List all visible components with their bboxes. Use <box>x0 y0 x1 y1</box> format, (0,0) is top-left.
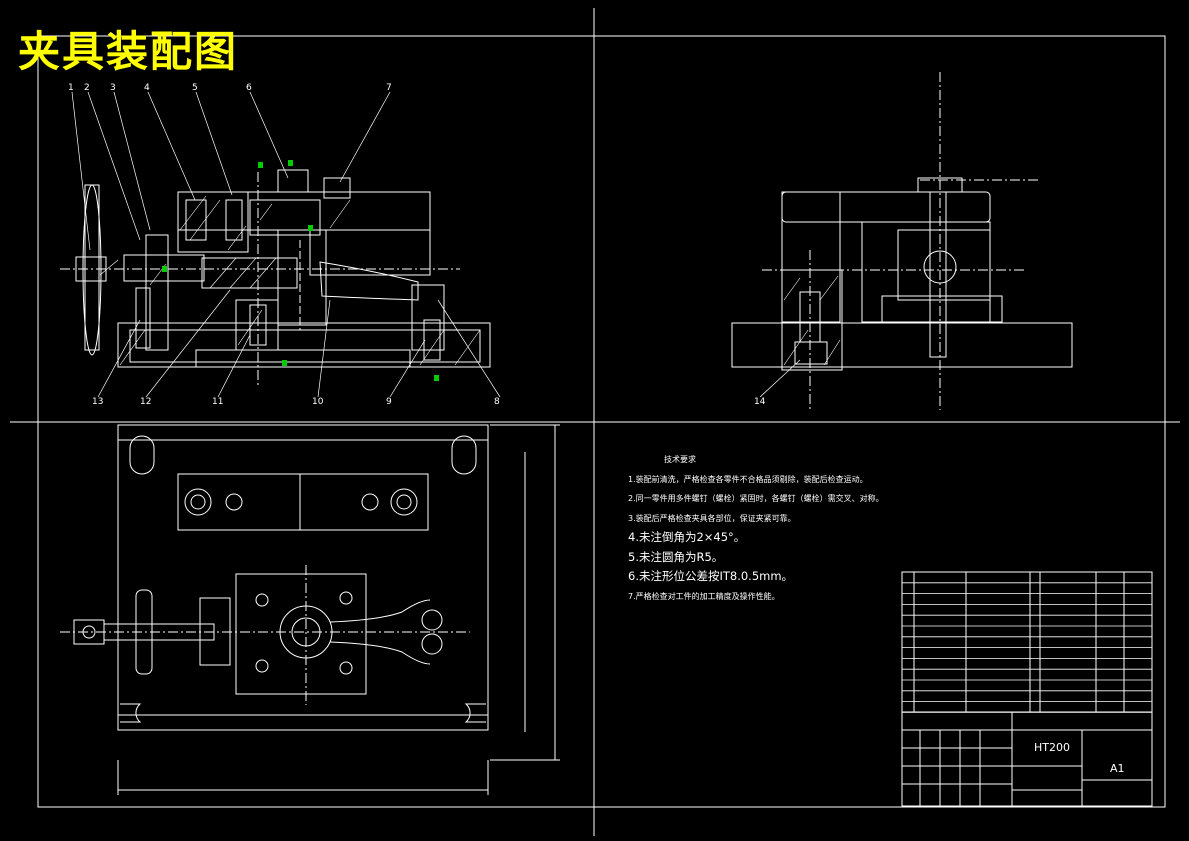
top-view <box>60 424 560 795</box>
requirements-heading: 技术要求 <box>664 455 696 464</box>
balloon-2: 2 <box>84 83 90 93</box>
side-view <box>731 72 1073 410</box>
balloon-12: 12 <box>140 397 151 407</box>
balloon-9: 9 <box>386 397 392 407</box>
drawing-title: 夹具装配图 <box>18 27 239 76</box>
balloon-11: 11 <box>212 397 223 407</box>
requirement-line-4: 4.未注倒角为2×45°。 <box>628 530 746 544</box>
balloon-13: 13 <box>92 397 103 407</box>
balloon-3: 3 <box>110 83 116 93</box>
parts-list-rows <box>902 582 1152 713</box>
title-block <box>901 571 1153 807</box>
requirement-line-2: 2.同一零件用多件螺钉（螺栓）紧固时，各螺钉（螺栓）需交叉、对称。 <box>628 494 884 503</box>
requirement-line-7: 7.严格检查对工件的加工精度及操作性能。 <box>628 591 780 601</box>
balloon-4: 4 <box>144 83 150 93</box>
technical-requirements: 技术要求 1.装配前清洗，严格检查各零件不合格品须剔除，装配后检查运动。 2.同… <box>628 450 884 606</box>
balloon-6: 6 <box>246 83 252 93</box>
balloon-14: 14 <box>754 397 766 407</box>
balloon-7: 7 <box>386 83 392 93</box>
balloon-5: 5 <box>192 83 198 93</box>
balloon-8: 8 <box>494 397 500 407</box>
part-balloons: 1 2 3 4 5 6 7 13 12 11 10 9 8 14 <box>68 83 766 407</box>
requirement-line-6: 6.未注形位公差按IT8.0.5mm。 <box>628 569 794 583</box>
requirement-line-1: 1.装配前清洗，严格检查各零件不合格品须剔除，装配后检查运动。 <box>628 474 868 484</box>
requirement-line-3: 3.装配后严格检查夹具各部位，保证夹紧可靠。 <box>628 513 796 523</box>
sheet-size-label: A1 <box>1110 762 1125 775</box>
balloon-10: 10 <box>312 397 324 407</box>
requirement-line-5: 5.未注圆角为R5。 <box>628 549 724 564</box>
tolerance-markers <box>162 160 439 381</box>
front-view <box>60 91 501 398</box>
balloon-1: 1 <box>68 83 74 93</box>
material-label: HT200 <box>1034 741 1070 754</box>
